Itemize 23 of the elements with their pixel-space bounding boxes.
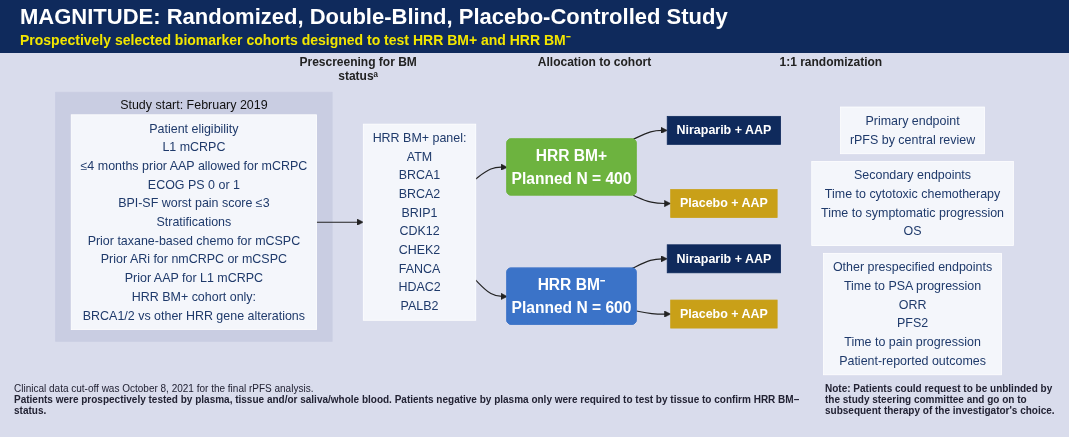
column-heading: Prescreening for BM statusᵃ xyxy=(298,55,418,83)
note: Note: Patients could request to be unblinded by the study steering committee and go on to subsequent therapy of the investigator's choice. xyxy=(825,383,1055,416)
arrow xyxy=(475,163,508,179)
node-box: Secondary endpoints Time to cytotoxic chemotherapy Time to symptomatic progression OS xyxy=(811,160,1014,246)
node-box: Other prespecified endpoints Time to PSA progression ORR PFS2 Time to pain progression Patient-reported outcomes xyxy=(823,252,1002,375)
title: MAGNITUDE: Randomized, Double-Blind, Placebo-Controlled Study xyxy=(20,4,729,30)
node-box: HRR BM+ panel: ATM BRCA1 BRCA2 BRIP1 CDK12 CHEK2 FANCA HDAC2 PALB2 xyxy=(362,123,477,321)
arrow xyxy=(316,218,364,226)
node-box: Patient eligibility L1 mCRPC ≤4 months prior AAP allowed for mCRPC ECOG PS 0 or 1 BPI-SF worst pain score ≤3 Stratifications Prior taxane-based chemo for mCSPC Prior ARi for nmCRPC or mCSPC Prior AAP for L1 mCRPC HRR BM+ cohort only: BRCA1/2 vs other HRR gene alterations xyxy=(70,113,317,330)
subtitle: Prospectively selected biomarker cohorts designed to test HRR BM+ and HRR BM⁻ xyxy=(20,31,572,49)
node-box: Placebo + AAP xyxy=(670,299,778,328)
arrow xyxy=(635,309,671,317)
node-box: Placebo + AAP xyxy=(670,188,778,218)
node-box: Primary endpoint rPFS by central review xyxy=(840,106,985,154)
footnote: Clinical data cut-off was October 8, 2021 for the final rPFS analysis. xyxy=(14,383,314,394)
node-box: Niraparib + AAP xyxy=(666,243,781,273)
column-heading: Allocation to cohort xyxy=(536,55,653,71)
arrow xyxy=(475,279,508,300)
footnote: Patients were prospectively tested by plasma, tissue and/or saliva/whole blood. Patients negative by plasma only were required to test by tissue to confirm HRR BM– status. xyxy=(14,394,801,416)
column-heading: 1:1 randomization xyxy=(778,55,884,71)
arrow xyxy=(632,126,668,140)
node-box: Niraparib + AAP xyxy=(666,115,781,145)
arrow xyxy=(632,194,671,207)
